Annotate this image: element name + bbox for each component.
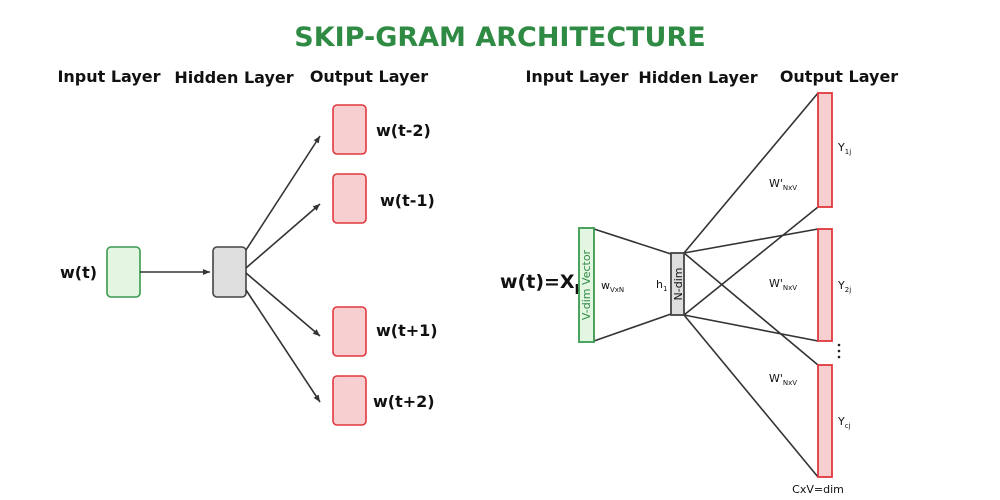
left-output-label-4: w(t+2): [373, 392, 435, 411]
output-weight-label-1: W'NxV: [769, 177, 797, 192]
right-header-hidden: Hidden Layer: [638, 68, 757, 87]
right-header-output: Output Layer: [780, 67, 898, 86]
edge-hidden-to-output-1: [245, 135, 321, 251]
left-header-hidden: Hidden Layer: [174, 68, 293, 87]
edge-hidden-to-output-2: [245, 203, 321, 269]
input-vector-label: V-dim Vector: [580, 249, 593, 320]
edge-hidden-to-output-3: [245, 272, 321, 337]
edge-hidden-top-to-y1-top: [683, 92, 819, 254]
edge-hidden-bottom-to-y2-bottom: [683, 314, 819, 342]
hidden-label: h1: [656, 278, 667, 293]
hidden-vector-label: N-dim: [672, 268, 685, 301]
right-input-label: w(t)=Xk: [500, 271, 584, 298]
output-vector-3: [817, 364, 833, 478]
right-input-vector: [578, 227, 595, 343]
left-output-node-3: [332, 306, 367, 357]
right-diagram: Input Layer Hidden Layer Output Layer w(…: [500, 67, 898, 496]
left-header-input: Input Layer: [57, 67, 160, 86]
right-hidden-vector: [670, 252, 685, 316]
edge-hidden-bottom-to-yc-bottom: [683, 314, 819, 478]
output-label-3: Ycj: [837, 415, 851, 430]
left-diagram: Input Layer Hidden Layer Output Layer w(…: [57, 67, 438, 426]
edge-hidden-top-to-y2-top: [683, 228, 819, 254]
left-output-node-4: [332, 375, 367, 426]
output-vector-1: [817, 92, 833, 208]
left-output-node-1: [332, 104, 367, 155]
right-header-input: Input Layer: [525, 67, 628, 86]
left-output-label-2: w(t-1): [380, 191, 435, 210]
ellipsis-icon: [837, 343, 841, 359]
output-vector-2: [817, 228, 833, 342]
left-input-label: w(t): [60, 263, 97, 282]
left-header-output: Output Layer: [310, 67, 428, 86]
edge-input-bottom-to-hidden: [593, 313, 672, 342]
output-label-2: Y2j: [837, 279, 851, 294]
edge-hidden-to-output-4: [245, 289, 321, 403]
left-input-node: [106, 246, 141, 298]
left-output-label-3: w(t+1): [376, 321, 438, 340]
output-weight-label-3: W'NxV: [769, 372, 797, 387]
output-weight-label-2: W'NxV: [769, 277, 797, 292]
output-dim-label: CxV=dim: [792, 483, 844, 496]
page-title: SKIP-GRAM ARCHITECTURE: [294, 22, 705, 53]
input-weight-label: wVxN: [601, 279, 624, 294]
edge-hidden-top-to-yc-top: [683, 252, 819, 366]
left-output-node-2: [332, 173, 367, 224]
edge-hidden-bottom-to-y1-bottom: [683, 206, 819, 316]
output-label-1: Y1j: [837, 141, 851, 156]
edge-input-top-to-hidden: [593, 228, 672, 255]
left-output-label-1: w(t-2): [376, 121, 431, 140]
left-hidden-node: [212, 246, 247, 298]
